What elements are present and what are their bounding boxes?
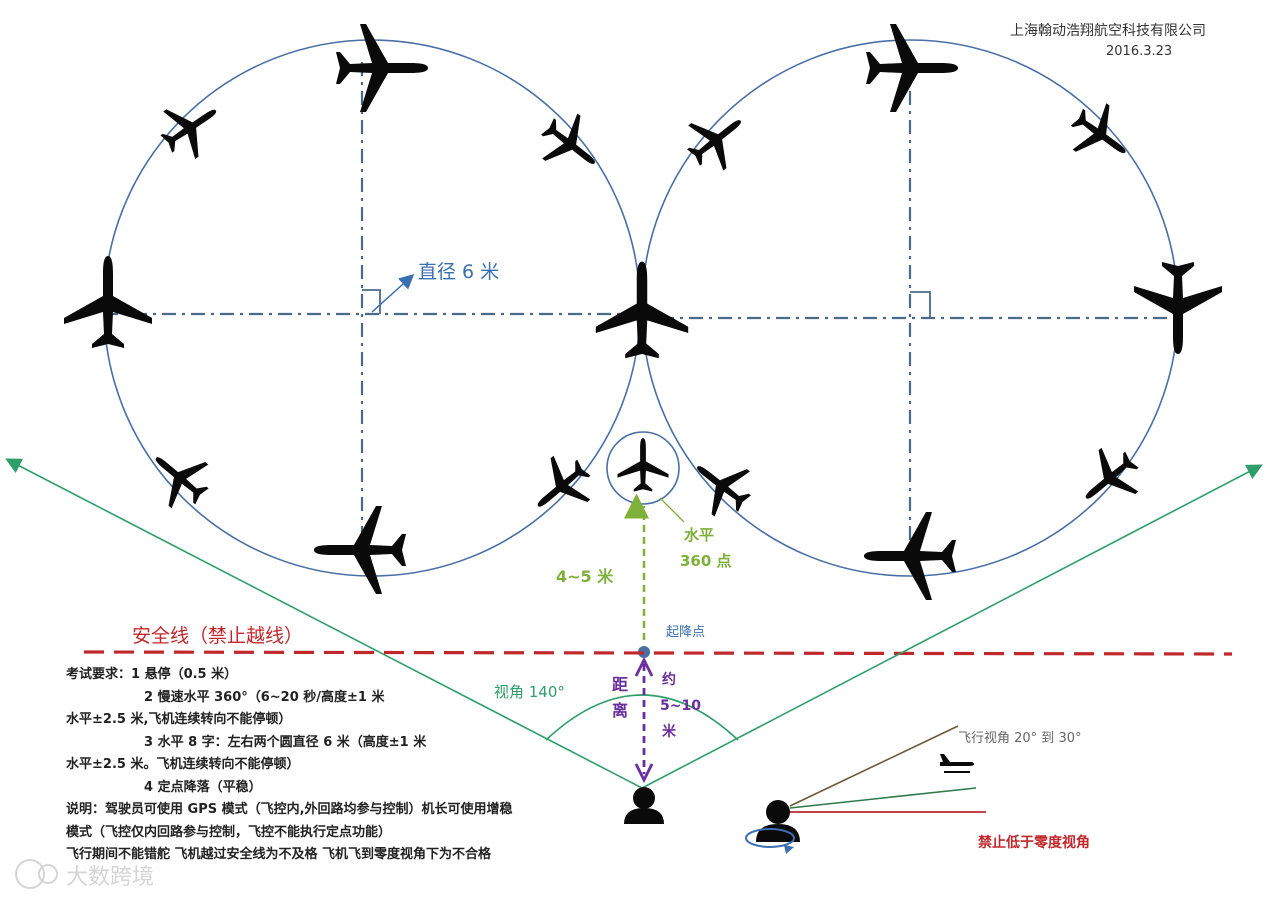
watermark-text: 大数跨境 — [66, 865, 154, 890]
safety-line-label: 安全线（禁止越线） — [132, 625, 303, 647]
aircraft-icon — [1134, 262, 1222, 354]
hover-point-label-1: 水平 — [684, 526, 714, 544]
flight-view-angle-label: 飞行视角 20° 到 30° — [958, 731, 1081, 746]
diameter-arrow — [372, 276, 412, 312]
aircraft-icon — [150, 87, 232, 168]
about-label-1: 约 — [662, 671, 676, 688]
aircraft-icon — [314, 506, 406, 594]
note-line: 说明：驾驶员可使用 GPS 模式（飞控内,外回路均参与控制）机长可使用增稳 — [66, 799, 626, 822]
aircraft-icon — [1060, 94, 1142, 175]
takeoff-point-label: 起降点 — [666, 625, 705, 640]
aircraft-icon — [336, 24, 428, 112]
note-line: 水平±2.5 米,飞机连续转向不能停顿） — [66, 709, 626, 732]
exam-notes: 考试要求：1 悬停（0.5 米） 2 慢速水平 360°（6~20 秒/高度±1… — [66, 664, 626, 867]
note-line: 模式（飞控仅内回路参与控制，飞控不能执行定点功能） — [66, 822, 626, 845]
aircraft-icon — [680, 444, 762, 526]
note-line: 2 慢速水平 360°（6~20 秒/高度±1 米 — [66, 687, 626, 710]
height-label: 4~5 米 — [556, 567, 614, 586]
diameter-label: 直径 6 米 — [418, 261, 499, 283]
aircraft-icon — [676, 98, 758, 180]
document-date: 2016.3.23 — [1106, 44, 1172, 59]
hover-point-label-2: 360 点 — [680, 552, 732, 570]
note-line: 水平±2.5 米。飞机连续转向不能停顿） — [66, 754, 626, 777]
company-name: 上海翰动浩翔航空科技有限公司 — [1010, 20, 1206, 40]
aircraft-icon — [866, 24, 958, 112]
left-right-angle-mark — [362, 290, 380, 314]
no-below-zero-label: 禁止低于零度视角 — [978, 834, 1090, 851]
note-line: 4 定点降落（平稳） — [66, 777, 626, 800]
about-label-3: 米 — [662, 723, 677, 740]
note-line: 考试要求：1 悬停（0.5 米） — [66, 664, 626, 687]
aircraft-icon — [617, 438, 668, 491]
view-angle-right-ray — [642, 466, 1260, 788]
aircraft-icon — [138, 436, 221, 518]
small-aircraft-icon — [940, 754, 974, 773]
aircraft-icon — [520, 446, 603, 528]
view-line-30 — [790, 726, 958, 806]
aircraft-icon — [596, 262, 688, 359]
pilot-person-icon — [624, 787, 664, 824]
hover-point-pointer — [660, 498, 684, 522]
view-line-20 — [790, 788, 976, 808]
aircraft-icon — [864, 512, 956, 600]
note-line: 3 水平 8 字：左右两个圆直径 6 米（高度±1 米 — [66, 732, 626, 755]
about-label-2: 5~10 — [660, 698, 701, 714]
right-right-angle-mark — [910, 292, 930, 318]
aircraft-icon — [64, 256, 152, 348]
note-line: 飞行期间不能错舵 飞机越过安全线为不及格 飞机飞到零度视角下为不合格 — [66, 844, 626, 867]
aircraft-icon — [530, 104, 612, 186]
safety-line — [84, 652, 1232, 654]
